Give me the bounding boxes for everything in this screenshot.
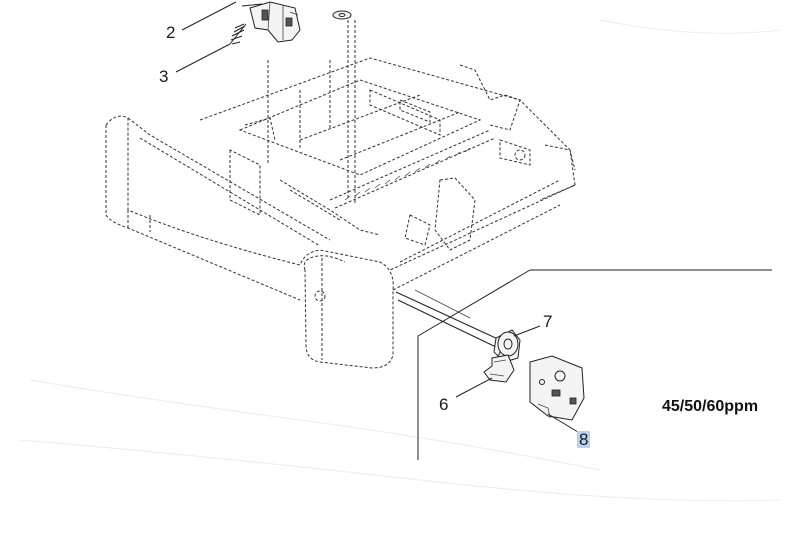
part-2-bracket <box>241 1 301 43</box>
part-6-lever <box>483 354 515 383</box>
callout-6: 6 <box>439 395 449 414</box>
paper-tray <box>105 20 576 369</box>
callout-7: 7 <box>543 312 553 331</box>
callout-8: 8 <box>577 430 591 449</box>
shaft-assembly <box>395 269 772 460</box>
leader-line-8 <box>547 413 579 433</box>
leader-line-2 <box>181 1 237 31</box>
leader-line-6 <box>455 377 493 398</box>
part-7-roller <box>493 329 521 367</box>
callout-3: 3 <box>159 67 169 86</box>
background-watermark <box>19 19 781 502</box>
part-8-plate <box>529 355 585 421</box>
speed-label: 45/50/60ppm <box>662 398 759 415</box>
leader-line-3 <box>175 43 231 73</box>
leader-line-7 <box>513 325 541 337</box>
callout-2: 2 <box>166 23 176 42</box>
part-3-spring <box>229 23 247 45</box>
washer <box>332 10 352 20</box>
